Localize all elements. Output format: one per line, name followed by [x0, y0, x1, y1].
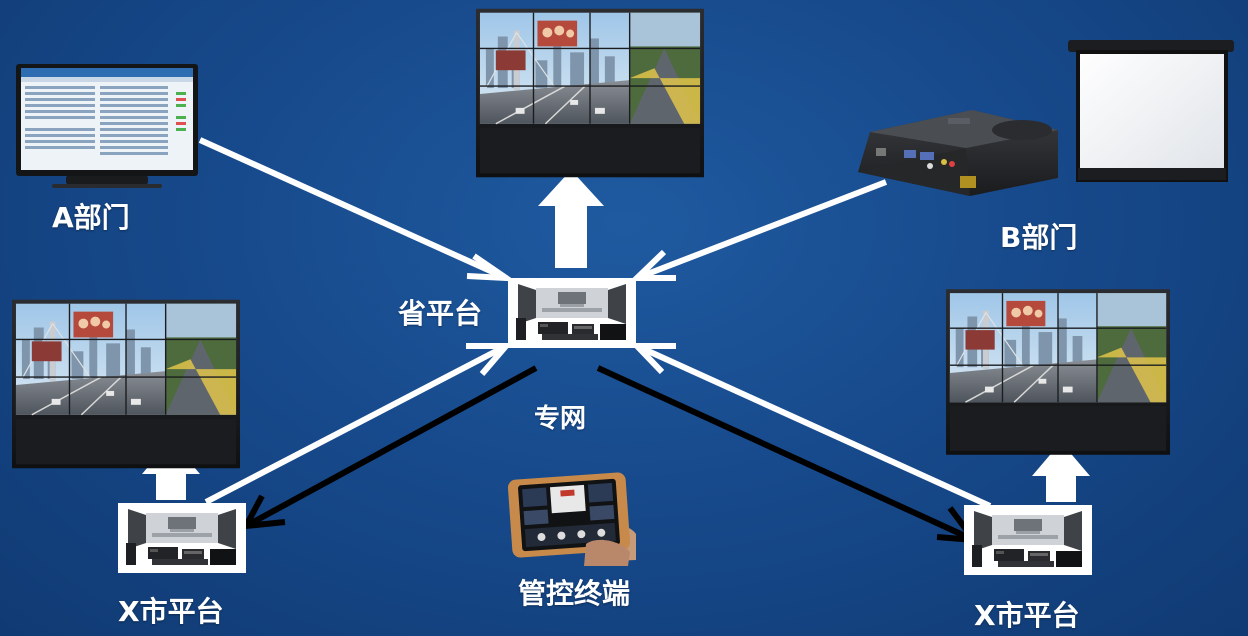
label-city-platform-right: X市平台 [974, 599, 1080, 632]
label-province-platform: 省平台 [398, 297, 483, 330]
video-wall-icon [476, 8, 704, 178]
label-dept-b: B部门 [1000, 221, 1078, 254]
arrow-left-city-to-province [204, 343, 513, 505]
arrow-province-to-right-city [596, 365, 981, 544]
platform-server-icon [508, 278, 636, 348]
arrow-right-city-to-province [629, 343, 992, 509]
label-dept-a: A部门 [52, 201, 130, 234]
video-wall-icon [12, 298, 240, 470]
arrow-province-to-top-wall [538, 170, 604, 268]
monitor-icon [16, 64, 198, 188]
arrow-right-city-to-wall [1032, 442, 1090, 502]
tablet-icon [507, 472, 636, 566]
arrow-projector-to-province [629, 179, 888, 281]
video-wall-icon [946, 288, 1170, 456]
projection-screen-icon [1068, 40, 1234, 182]
platform-server-icon [964, 505, 1092, 575]
platform-server-icon [118, 503, 246, 573]
arrow-province-to-left-city [240, 365, 538, 530]
arrow-left-city-to-wall [142, 440, 200, 500]
label-control-terminal: 管控终端 [518, 577, 631, 610]
label-city-platform-left: X市平台 [118, 595, 224, 628]
arrow-a-to-province [198, 137, 517, 282]
label-private-network: 专网 [534, 404, 587, 434]
projector-icon [858, 110, 1058, 196]
